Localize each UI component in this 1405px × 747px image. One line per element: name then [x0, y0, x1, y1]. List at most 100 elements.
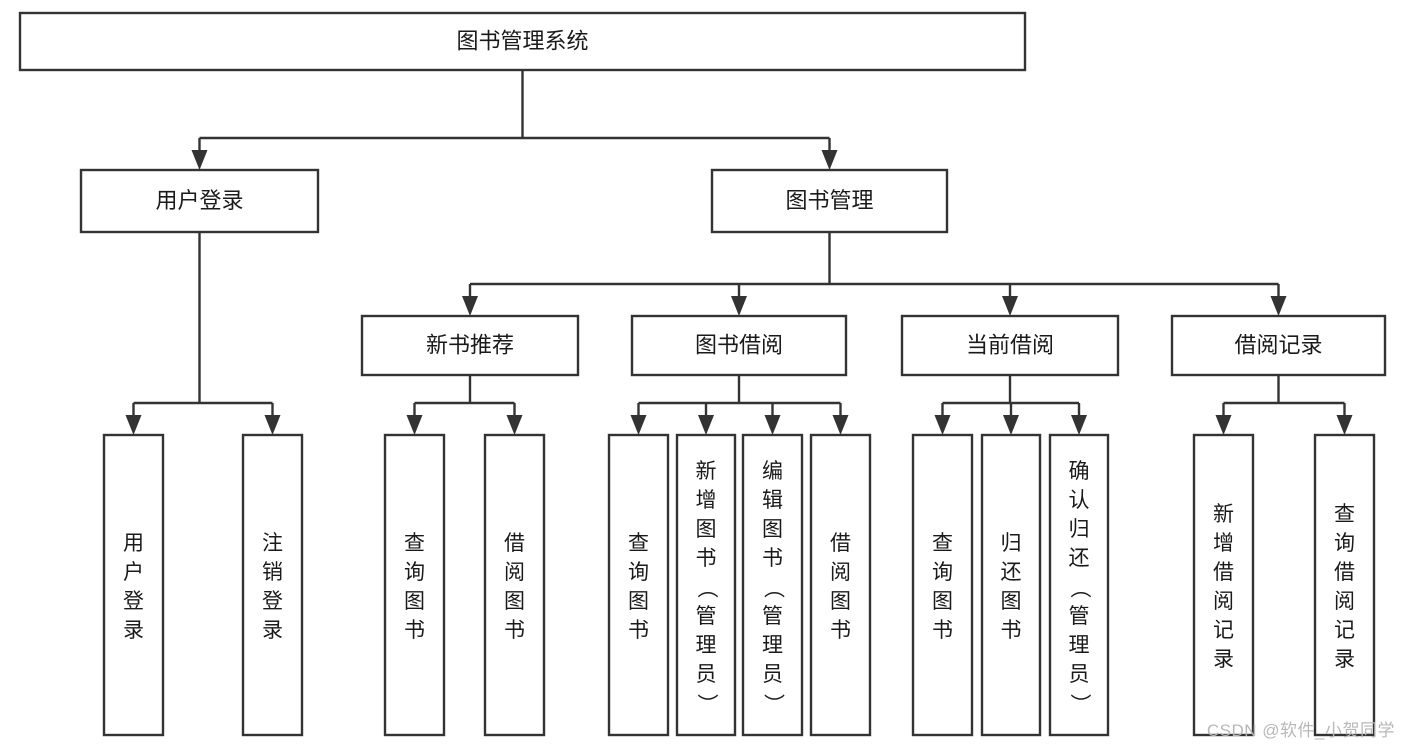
- node-label-char: 借: [1334, 561, 1355, 584]
- node-label-borrow-record: 借阅记录: [1234, 332, 1322, 357]
- node-box-leaf-logout[interactable]: [241, 433, 304, 737]
- node-box-new-book-recommend[interactable]: [360, 314, 580, 377]
- node-label-char: 查: [1334, 503, 1355, 526]
- node-leaf-return-book[interactable]: 归还图书归还图书: [980, 433, 1042, 737]
- arrow-head-icon: [264, 415, 281, 435]
- edge-group: [191, 70, 838, 170]
- arrow-head-icon: [1336, 415, 1353, 435]
- node-label-char: 询: [404, 561, 425, 584]
- node-box-borrow-record[interactable]: [1170, 314, 1387, 377]
- node-label-char: 归: [1069, 518, 1090, 541]
- node-label-char: 员: [1069, 663, 1090, 686]
- node-box-leaf-query-book-current[interactable]: [911, 433, 974, 737]
- node-layer: 图书管理系统用户登录图书管理新书推荐图书借阅当前借阅借阅记录用户登录用户登录注销…: [18, 11, 1387, 737]
- node-borrow-record[interactable]: 借阅记录: [1170, 314, 1387, 377]
- node-leaf-borrow-book[interactable]: 借阅图书借阅图书: [809, 433, 872, 737]
- node-new-book-recommend[interactable]: 新书推荐: [360, 314, 580, 377]
- node-label-char: 员: [696, 663, 717, 686]
- node-label-char: 户: [123, 561, 144, 584]
- node-label-char: 图: [1001, 590, 1022, 613]
- watermark-text: CSDN @软件_小贺同学: [1206, 721, 1395, 740]
- node-label-char: 录: [123, 619, 144, 642]
- node-label-char: 增: [696, 489, 717, 512]
- node-label-char: 记: [1334, 619, 1355, 642]
- node-leaf-logout[interactable]: 注销登录注销登录: [241, 433, 304, 737]
- node-box-leaf-query-book-borrow[interactable]: [607, 433, 670, 737]
- node-label-char: （: [695, 577, 718, 598]
- node-label-user-login: 用户登录: [155, 188, 243, 213]
- node-label-char: 认: [1069, 489, 1090, 512]
- node-label-char: 录: [262, 619, 283, 642]
- node-label-char: 图: [762, 518, 783, 541]
- node-box-leaf-borrow-book[interactable]: [809, 433, 872, 737]
- node-label-char: 查: [404, 532, 425, 555]
- node-box-user-login[interactable]: [79, 168, 320, 234]
- node-label-char: 阅: [1334, 590, 1355, 613]
- node-label-char: 注: [262, 532, 283, 555]
- node-leaf-query-book-current[interactable]: 查询图书查询图书: [911, 433, 974, 737]
- node-leaf-add-borrow-record[interactable]: 新增借阅记录新增借阅记录: [1192, 433, 1255, 737]
- node-current-borrow[interactable]: 当前借阅: [900, 314, 1120, 377]
- node-label-char: 确: [1069, 460, 1090, 483]
- node-label-char: ）: [1068, 693, 1091, 714]
- node-label-char: 阅: [1213, 590, 1234, 613]
- arrow-head-icon: [462, 296, 478, 316]
- node-leaf-borrow-book-rec[interactable]: 借阅图书借阅图书: [483, 433, 546, 737]
- arrow-head-icon: [764, 415, 781, 435]
- arrow-head-icon: [832, 415, 849, 435]
- node-label-char: 用: [123, 532, 144, 555]
- node-box-book-borrow[interactable]: [630, 314, 848, 377]
- node-box-leaf-query-borrow-record[interactable]: [1313, 433, 1376, 737]
- node-box-leaf-return-book[interactable]: [980, 433, 1042, 737]
- node-box-leaf-add-borrow-record[interactable]: [1192, 433, 1255, 737]
- node-box-leaf-confirm-return-admin[interactable]: [1048, 433, 1110, 737]
- arrow-head-icon: [630, 415, 647, 435]
- node-leaf-query-book-borrow[interactable]: 查询图书查询图书: [607, 433, 670, 737]
- arrow-head-icon: [1003, 415, 1019, 435]
- node-label-char: 询: [628, 561, 649, 584]
- node-book-management[interactable]: 图书管理: [710, 168, 949, 234]
- node-box-leaf-user-login[interactable]: [102, 433, 165, 737]
- node-root[interactable]: 图书管理系统: [18, 11, 1027, 72]
- node-label-book-borrow: 图书借阅: [695, 332, 783, 357]
- node-book-borrow[interactable]: 图书借阅: [630, 314, 848, 377]
- node-box-leaf-borrow-book-rec[interactable]: [483, 433, 546, 737]
- arrow-head-icon: [406, 415, 423, 435]
- node-label-char: 还: [1069, 547, 1090, 570]
- node-label-char: 增: [1213, 532, 1234, 555]
- node-box-leaf-add-book-admin[interactable]: [675, 433, 737, 737]
- node-label-char: 阅: [504, 561, 525, 584]
- node-leaf-query-book-rec[interactable]: 查询图书查询图书: [383, 433, 446, 737]
- node-label-char: 询: [1334, 532, 1355, 555]
- node-leaf-query-borrow-record[interactable]: 查询借阅记录查询借阅记录: [1313, 433, 1376, 737]
- node-label-char: 管: [762, 605, 783, 628]
- node-box-current-borrow[interactable]: [900, 314, 1120, 377]
- node-label-char: 图: [932, 590, 953, 613]
- node-label-char: （: [762, 577, 785, 598]
- arrow-head-icon: [1071, 415, 1087, 435]
- node-label-char: 借: [830, 532, 851, 555]
- node-label-char: 书: [504, 619, 525, 642]
- node-box-leaf-edit-book-admin[interactable]: [741, 433, 804, 737]
- edge-group: [406, 375, 523, 435]
- node-box-book-management[interactable]: [710, 168, 949, 234]
- node-label-char: 图: [830, 590, 851, 613]
- arrow-head-icon: [698, 415, 714, 435]
- node-label-char: 询: [932, 561, 953, 584]
- arrow-head-icon: [191, 150, 208, 170]
- node-label-char: 录: [1334, 648, 1355, 671]
- node-box-leaf-query-book-rec[interactable]: [383, 433, 446, 737]
- node-label-char: ）: [695, 693, 718, 714]
- node-label-char: 书: [762, 547, 783, 570]
- node-leaf-user-login[interactable]: 用户登录用户登录: [102, 433, 165, 737]
- node-box-root[interactable]: [18, 11, 1027, 72]
- arrow-head-icon: [125, 415, 142, 435]
- node-label-current-borrow: 当前借阅: [966, 332, 1054, 357]
- node-label-char: 新: [1213, 503, 1234, 526]
- node-user-login[interactable]: 用户登录: [79, 168, 320, 234]
- node-label-char: 新: [696, 460, 717, 483]
